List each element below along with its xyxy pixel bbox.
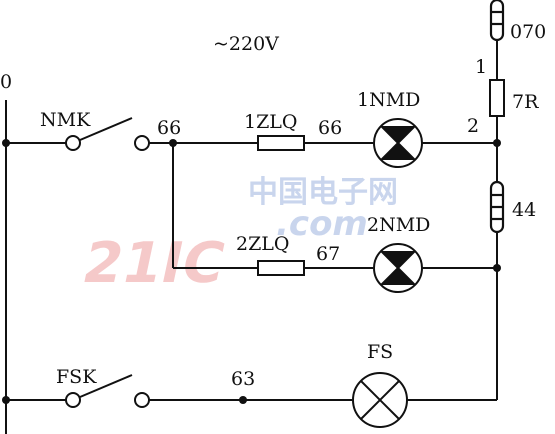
lamp-2nmd bbox=[373, 243, 423, 293]
lamp-fs bbox=[352, 372, 408, 428]
fuse-1zlq bbox=[257, 135, 305, 151]
node-63 bbox=[239, 396, 247, 404]
switch-fsk-contact-left bbox=[65, 392, 81, 408]
coil-44 bbox=[489, 180, 505, 234]
switch-fsk-label: FSK bbox=[56, 366, 97, 388]
watermark-num: 21IC bbox=[77, 231, 231, 296]
lamp-2-label: 2NMD bbox=[367, 214, 430, 236]
node-63-label: 63 bbox=[231, 368, 255, 390]
switch-fsk-contact-right bbox=[134, 392, 150, 408]
watermark-com: .com bbox=[276, 204, 368, 244]
switch-nmk-label: NMK bbox=[40, 109, 91, 131]
terminal-070 bbox=[489, 0, 505, 80]
node-070-label: 070 bbox=[510, 21, 546, 43]
node-2-label: 2 bbox=[467, 115, 479, 137]
switch-nmk-contact-right bbox=[134, 135, 150, 151]
node-67-label: 67 bbox=[316, 243, 340, 265]
node-66-label: 66 bbox=[157, 117, 181, 139]
node-44-label: 44 bbox=[512, 199, 536, 221]
node-66b-label: 66 bbox=[318, 117, 342, 139]
fuse-2zlq bbox=[257, 260, 305, 276]
fuse-2-label: 2ZLQ bbox=[236, 233, 289, 255]
switch-nmk-blade bbox=[79, 117, 133, 141]
supply-label: ~220V bbox=[213, 33, 279, 55]
left-rail-label: 0 bbox=[0, 71, 12, 93]
resistor-label: 7R bbox=[512, 91, 539, 113]
lamp-1nmd bbox=[373, 118, 423, 168]
watermark: 中国电子网 21IC .com bbox=[77, 175, 398, 296]
lamp-1-label: 1NMD bbox=[357, 89, 420, 111]
switch-fsk-blade bbox=[79, 374, 133, 398]
node-1-label: 1 bbox=[475, 56, 487, 78]
fuse-1-label: 1ZLQ bbox=[244, 111, 297, 133]
resistor-7r bbox=[489, 79, 505, 117]
watermark-cn: 中国电子网 bbox=[248, 175, 398, 210]
switch-nmk-contact-left bbox=[65, 135, 81, 151]
lamp-fs-label: FS bbox=[367, 341, 393, 363]
